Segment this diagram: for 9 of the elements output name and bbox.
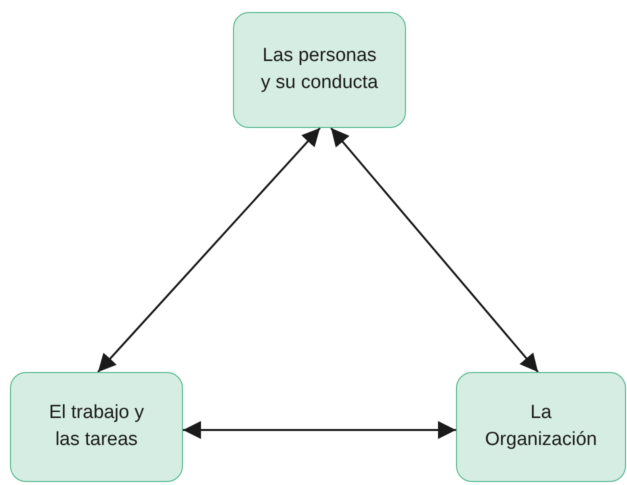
rounded-box	[233, 12, 406, 128]
box-label: La Organización	[484, 401, 598, 452]
double-arrow	[97, 127, 321, 373]
rounded-box	[456, 372, 626, 482]
rounded-box	[10, 372, 183, 482]
double-arrow	[183, 421, 456, 439]
box-label: Las personas y su conducta	[260, 44, 380, 95]
box-label: El trabajo y las tareas	[48, 401, 146, 452]
double-arrow	[330, 127, 539, 373]
